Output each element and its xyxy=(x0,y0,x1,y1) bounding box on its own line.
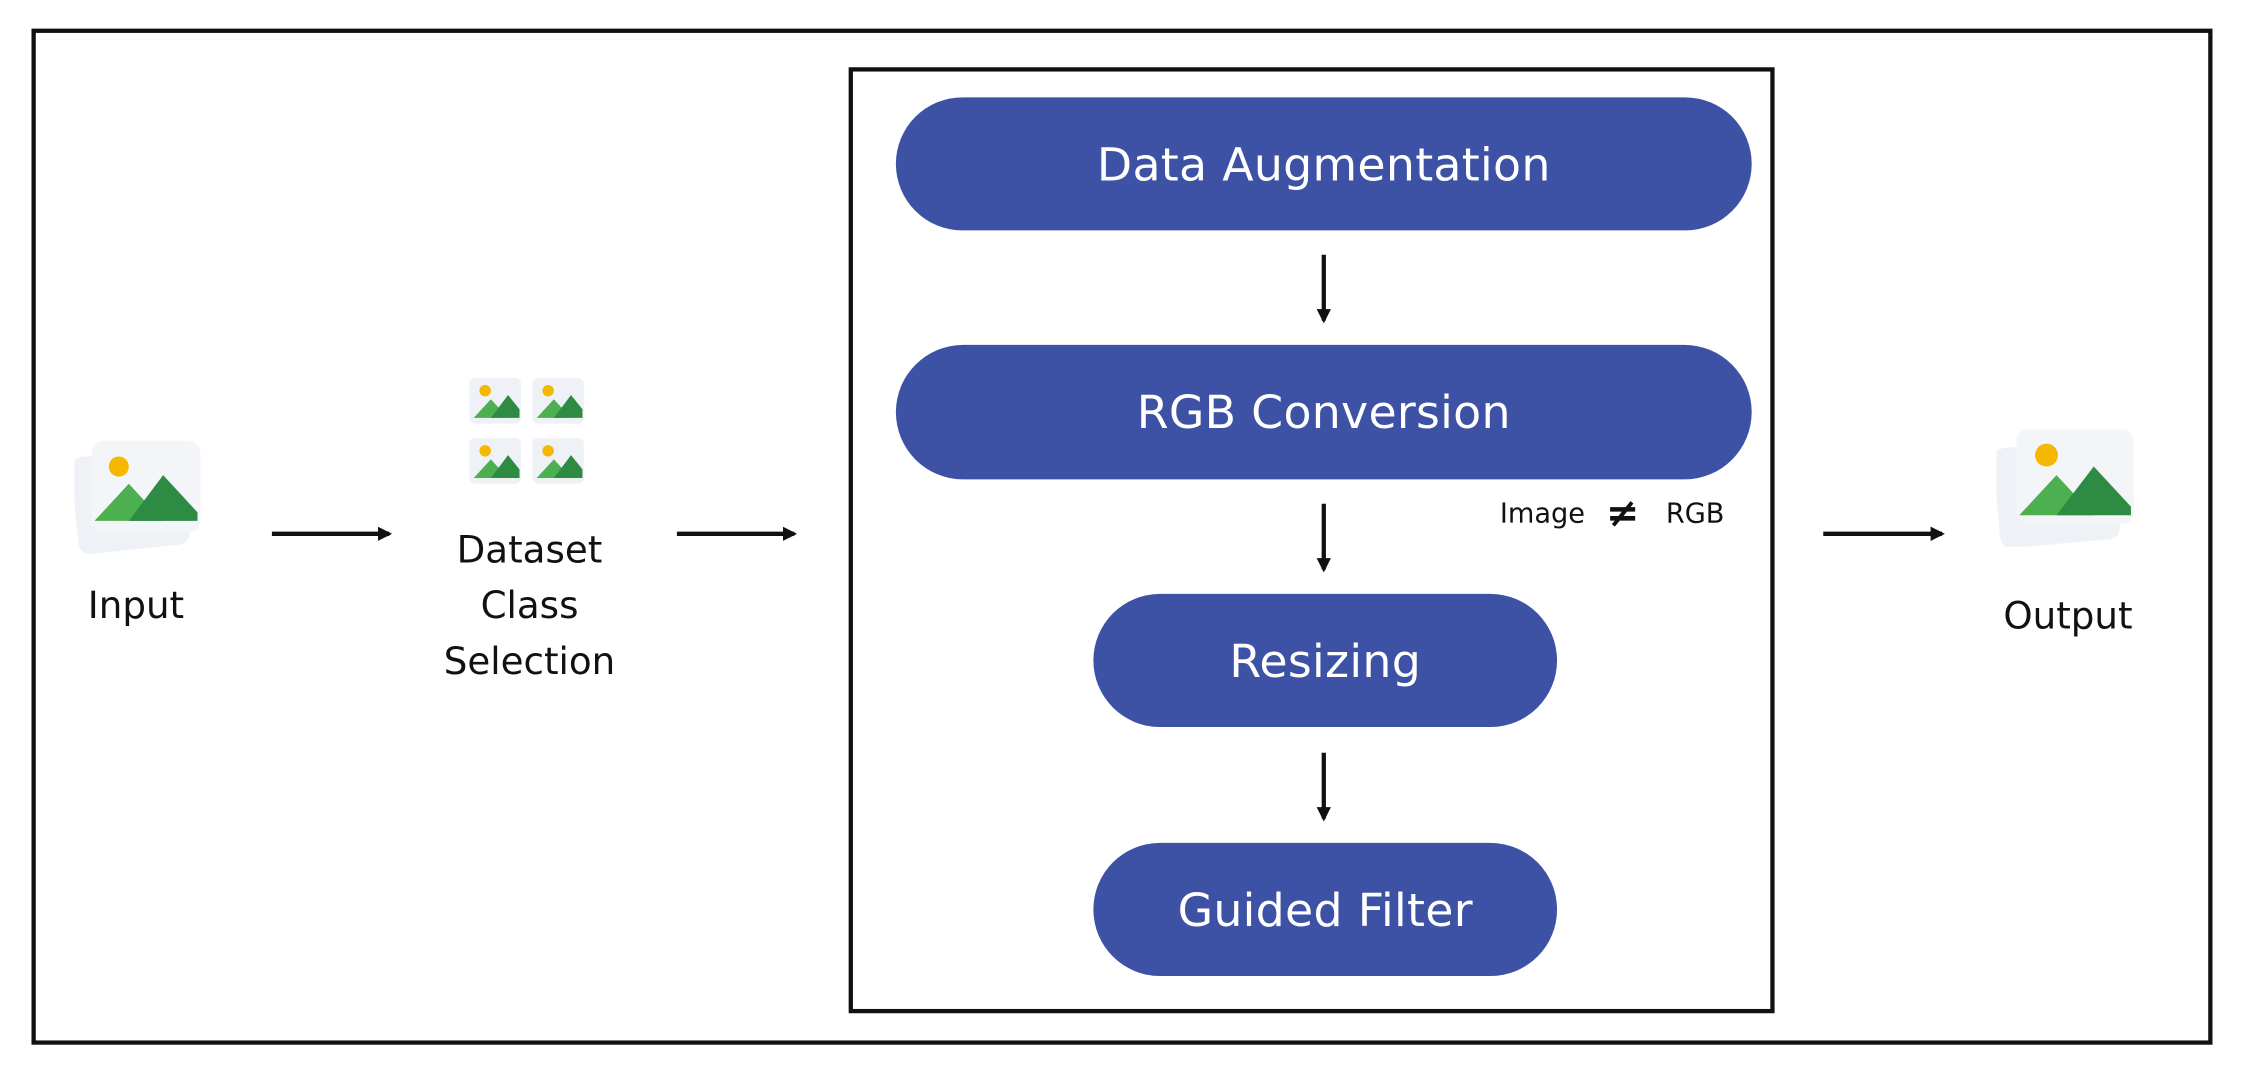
dataset-label-line3: Selection xyxy=(443,641,616,685)
output-image-icon xyxy=(1996,429,2134,547)
output-label: Output xyxy=(2003,595,2133,639)
rgb-conversion-step: RGB Conversion xyxy=(895,344,1752,480)
note-rgb-text: RGB xyxy=(1665,498,1725,530)
resizing-step: Resizing xyxy=(1093,593,1558,728)
input-label: Input xyxy=(87,585,185,629)
not-equal-symbol: ≠ xyxy=(1605,489,1640,537)
dataset-label: Dataset Class Selection xyxy=(415,524,644,691)
input-image-icon xyxy=(74,440,201,554)
note-image-text: Image xyxy=(1499,498,1585,530)
image-rgb-note: Image ≠ RGB xyxy=(1499,489,1743,536)
dataset-grid-icon xyxy=(469,377,584,484)
dataset-label-line2: Class xyxy=(480,585,579,629)
dataset-label-line1: Dataset xyxy=(456,529,603,573)
data-augmentation-step: Data Augmentation xyxy=(895,97,1752,231)
guided-filter-step: Guided Filter xyxy=(1093,842,1558,977)
